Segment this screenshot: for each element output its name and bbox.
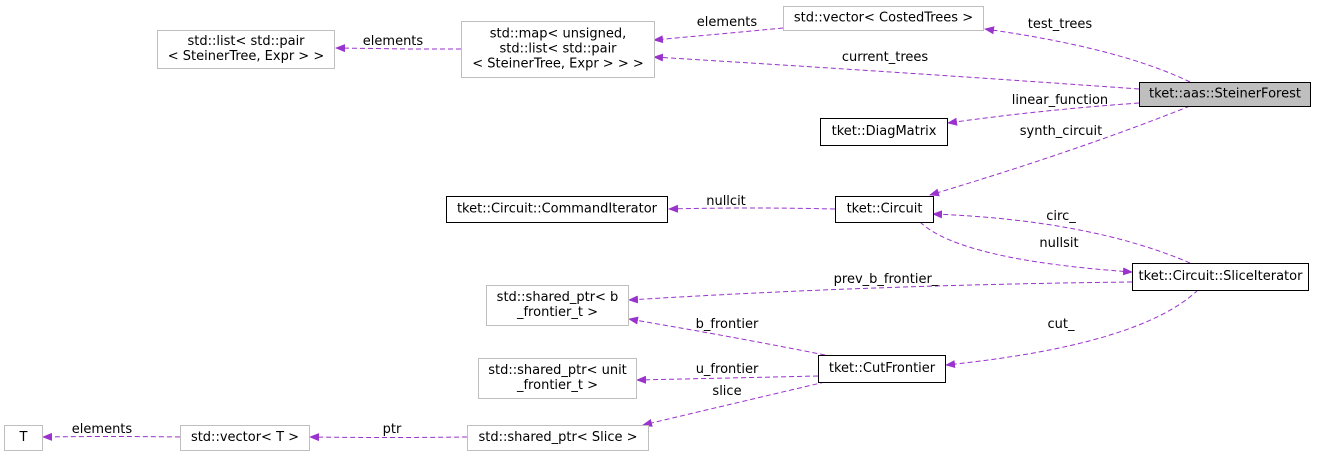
node-command-iterator[interactable]: tket::Circuit::CommandIterator bbox=[446, 196, 668, 223]
edge-line bbox=[653, 53, 1140, 90]
edge-line bbox=[636, 375, 819, 384]
node-label: std::map< unsigned, bbox=[490, 27, 627, 42]
node-box bbox=[467, 425, 649, 451]
edge-line bbox=[42, 432, 181, 441]
edge-label: current_trees bbox=[842, 50, 929, 65]
edge-sp-slice-to-vector-t: ptr bbox=[309, 422, 468, 442]
node-label: std::shared_ptr< Slice > bbox=[478, 430, 637, 445]
node-diag-matrix[interactable]: tket::DiagMatrix bbox=[820, 118, 948, 146]
edge-label: nullsit bbox=[1039, 236, 1078, 251]
edge-circuit-to-slice: nullsit bbox=[919, 221, 1133, 276]
node-box bbox=[446, 196, 668, 223]
edge-label: elements bbox=[363, 34, 424, 49]
node-label: std::vector< CostedTrees > bbox=[794, 11, 973, 26]
edge-line bbox=[919, 221, 1133, 276]
node-box bbox=[783, 6, 984, 31]
node-label: < SteinerTree, Expr > > bbox=[168, 49, 324, 64]
edge-line bbox=[335, 44, 461, 53]
edge-vector-costed-to-map: elements bbox=[653, 15, 784, 44]
edge-line bbox=[932, 210, 1191, 264]
node-vector-costed: std::vector< CostedTrees > bbox=[783, 6, 984, 31]
edge-slice-to-cut: cut_ bbox=[945, 289, 1199, 369]
edge-sf-to-map: current_trees bbox=[653, 50, 1140, 90]
node-label: std::shared_ptr< b bbox=[497, 290, 619, 305]
edge-label: slice bbox=[712, 384, 741, 399]
edge-sf-to-diag: linear_function bbox=[947, 93, 1140, 126]
edge-sf-to-circuit: synth_circuit bbox=[929, 105, 1191, 197]
edge-map-to-list: elements bbox=[335, 34, 461, 53]
node-box bbox=[1139, 82, 1311, 107]
edge-circuit-to-cmd: nullcit bbox=[668, 194, 836, 213]
node-box bbox=[486, 285, 629, 326]
node-map: std::map< unsigned,std::list< std::pair<… bbox=[461, 21, 655, 78]
edge-line bbox=[309, 433, 468, 442]
edge-label: elements bbox=[697, 15, 758, 30]
node-box bbox=[157, 30, 335, 69]
node-t-node: T bbox=[4, 425, 43, 451]
node-label: tket::CutFrontier bbox=[829, 361, 936, 376]
edge-label: linear_function bbox=[1012, 93, 1108, 108]
node-steiner-forest[interactable]: tket::aas::SteinerForest bbox=[1139, 82, 1311, 107]
edge-cut-to-sp-u: u_frontier bbox=[636, 362, 819, 384]
node-box bbox=[818, 355, 946, 383]
edge-line bbox=[628, 316, 826, 356]
edge-line bbox=[984, 26, 1191, 83]
edge-line bbox=[653, 27, 784, 44]
edge-label: elements bbox=[72, 422, 133, 437]
node-label: std::list< std::pair bbox=[499, 42, 617, 57]
node-label: < SteinerTree, Expr > > > bbox=[472, 57, 644, 72]
edge-label: synth_circuit bbox=[1020, 124, 1102, 139]
node-sp-b-frontier: std::shared_ptr< b_frontier_t > bbox=[486, 285, 629, 326]
edge-label: test_trees bbox=[1028, 17, 1093, 32]
node-box bbox=[835, 196, 934, 223]
node-box bbox=[461, 21, 655, 78]
node-label: T bbox=[19, 430, 28, 445]
edge-line bbox=[945, 289, 1199, 369]
node-label: tket::Circuit::CommandIterator bbox=[457, 202, 658, 217]
edge-line bbox=[668, 204, 836, 213]
edge-label: nullcit bbox=[706, 194, 746, 209]
edge-line bbox=[628, 281, 1133, 304]
edge-line bbox=[929, 105, 1191, 197]
node-label: tket::DiagMatrix bbox=[832, 124, 937, 139]
edges-layer: elements elements test_trees current_treesl… bbox=[42, 15, 1199, 442]
node-box bbox=[478, 358, 637, 399]
node-label: tket::Circuit::SliceIterator bbox=[1139, 269, 1304, 284]
edge-label: b_frontier bbox=[696, 317, 759, 332]
node-cut-frontier[interactable]: tket::CutFrontier bbox=[818, 355, 946, 383]
edge-label: cut_ bbox=[1048, 317, 1075, 332]
node-slice-iterator[interactable]: tket::Circuit::SliceIterator bbox=[1132, 263, 1309, 291]
node-circuit[interactable]: tket::Circuit bbox=[835, 196, 934, 223]
node-sp-u-frontier: std::shared_ptr< unit_frontier_t > bbox=[478, 358, 637, 399]
edge-slice-to-sp-b: prev_b_frontier_ bbox=[628, 272, 1133, 304]
node-label: std::vector< T > bbox=[191, 430, 299, 445]
node-label: _frontier_t > bbox=[516, 305, 598, 320]
edge-line bbox=[947, 102, 1140, 126]
edge-line bbox=[642, 381, 826, 427]
node-label: tket::Circuit bbox=[847, 202, 923, 217]
edge-cut-to-sp-slice: slice bbox=[642, 381, 826, 427]
node-vector-t: std::vector< T > bbox=[180, 425, 310, 451]
node-box bbox=[180, 425, 310, 451]
edge-vector-t-to-t: elements bbox=[42, 422, 181, 441]
edge-label: ptr bbox=[383, 422, 402, 437]
node-box bbox=[4, 425, 43, 451]
node-sp-slice: std::shared_ptr< Slice > bbox=[467, 425, 649, 451]
edge-cut-to-sp-b: b_frontier bbox=[628, 316, 826, 356]
edge-label: u_frontier bbox=[696, 362, 759, 377]
node-label: _frontier_t > bbox=[516, 378, 598, 393]
edge-slice-to-circuit: circ_ bbox=[932, 209, 1191, 264]
edge-label: prev_b_frontier_ bbox=[834, 272, 939, 287]
node-box bbox=[1132, 263, 1309, 291]
edge-label: circ_ bbox=[1046, 209, 1076, 224]
node-box bbox=[820, 118, 948, 146]
edge-sf-to-vector-costed: test_trees bbox=[984, 17, 1191, 83]
node-label: tket::aas::SteinerForest bbox=[1149, 87, 1301, 102]
nodes-layer: std::list< std::pair< SteinerTree, Expr … bbox=[4, 6, 1311, 451]
node-list-pair: std::list< std::pair< SteinerTree, Expr … bbox=[157, 30, 335, 69]
node-label: std::shared_ptr< unit bbox=[488, 363, 627, 378]
node-label: std::list< std::pair bbox=[187, 34, 305, 49]
